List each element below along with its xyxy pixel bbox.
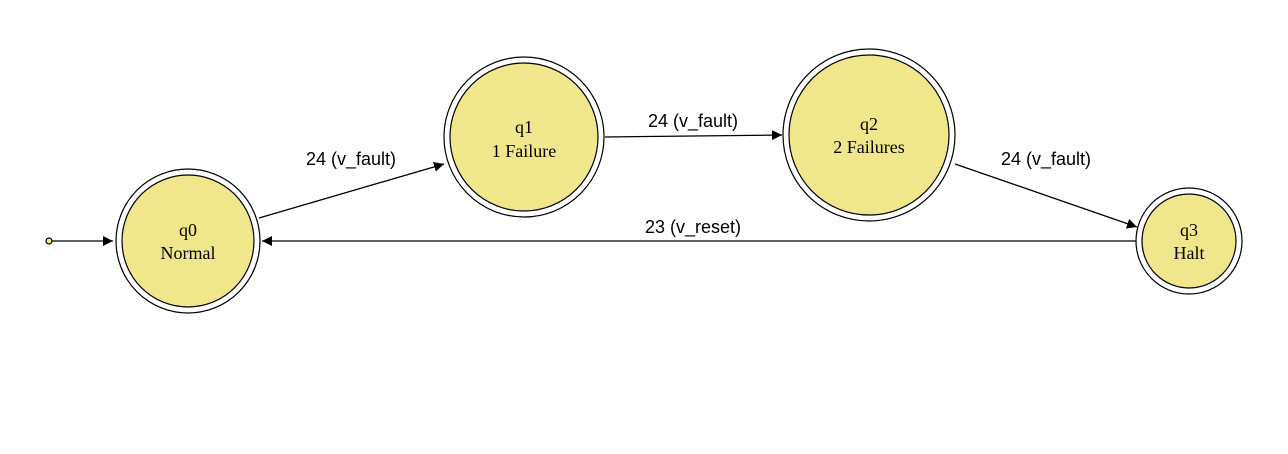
state-q3-outer-ring — [1135, 187, 1243, 295]
state-q0-label: Normal — [161, 243, 216, 263]
state-q0-circle — [121, 174, 255, 308]
edge-q1-q2 — [604, 130, 783, 141]
state-q1-name: q1 — [515, 117, 533, 137]
edge-label-q0-q1: 24 (v_fault) — [306, 149, 396, 170]
state-q2: q2 2 Failures — [782, 48, 956, 222]
transition-q1-q2: 24 (v_fault) — [604, 111, 783, 141]
state-q1-circle — [449, 62, 599, 212]
edge-label-q1-q2: 24 (v_fault) — [648, 111, 738, 132]
state-q0: q0 Normal — [115, 168, 261, 314]
state-q0-outer-ring — [115, 168, 261, 314]
transition-q2-q3: 24 (v_fault) — [954, 149, 1138, 229]
initial-state-dot — [45, 237, 53, 245]
state-q2-label: 2 Failures — [833, 137, 905, 157]
transition-q3-q0: 23 (v_reset) — [262, 217, 1136, 246]
transition-q0-q1: 24 (v_fault) — [258, 149, 445, 219]
edge-q0-q1 — [258, 162, 445, 219]
state-q1-label: 1 Failure — [492, 141, 557, 161]
state-q3-name: q3 — [1180, 220, 1198, 240]
state-q3-label: Halt — [1174, 243, 1205, 263]
state-q0-name: q0 — [179, 220, 197, 240]
state-q2-outer-ring — [782, 48, 956, 222]
state-q1: q1 1 Failure — [443, 56, 605, 218]
state-q2-circle — [788, 54, 950, 216]
edge-label-q2-q3: 24 (v_fault) — [1001, 149, 1091, 170]
state-q3: q3 Halt — [1135, 187, 1243, 295]
state-q3-circle — [1141, 193, 1237, 289]
state-q1-outer-ring — [443, 56, 605, 218]
state-q2-name: q2 — [860, 114, 878, 134]
edge-label-q3-q0: 23 (v_reset) — [645, 217, 741, 238]
edge-q2-q3 — [954, 163, 1138, 229]
